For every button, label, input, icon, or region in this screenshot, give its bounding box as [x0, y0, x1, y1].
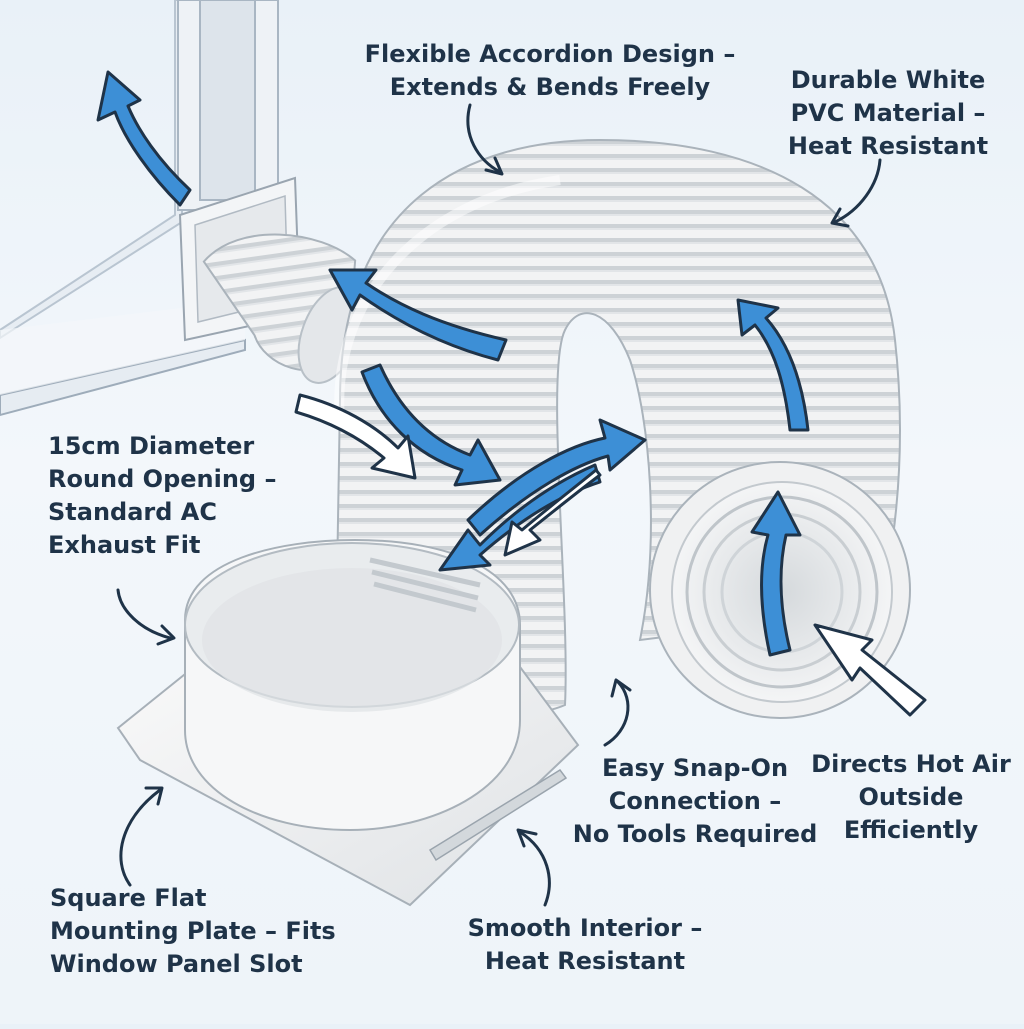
label-diameter: 15cm Diameter Round Opening – Standard A… [48, 432, 277, 559]
label-mounting-plate: Square Flat Mounting Plate – Fits Window… [50, 884, 336, 978]
airflow-arrow-down [360, 363, 502, 487]
label-smooth-interior: Smooth Interior – Heat Resistant [467, 914, 703, 975]
airflow-arrow-white-small [503, 468, 602, 557]
airflow-arrow-entering-hose [813, 623, 927, 717]
label-pvc-material: Durable White PVC Material – Heat Resist… [787, 66, 989, 160]
pointer-arrows [116, 103, 882, 907]
label-hot-air: Directs Hot Air Outside Efficiently [811, 750, 1011, 844]
pointer-arrow-plate [119, 788, 162, 887]
pointer-arrow-snap [603, 680, 630, 747]
label-accordion: Flexible Accordion Design – Extends & Be… [364, 40, 736, 101]
airflow-arrows [96, 70, 927, 717]
pointer-arrow-pvc [833, 158, 882, 224]
mounting-plate [116, 538, 580, 907]
airflow-arrow-outline-white [294, 393, 417, 480]
pointer-arrow-accordion [466, 103, 502, 174]
airflow-arrow-inside-hose [750, 490, 802, 657]
pointer-arrow-interior [518, 830, 551, 907]
airflow-arrow-window [96, 70, 192, 207]
airflow-arrow-hose-up [736, 298, 810, 432]
pointer-arrow-diameter [116, 588, 172, 640]
airflow-arrow-into-window [328, 268, 508, 362]
label-snap-on: Easy Snap-On Connection – No Tools Requi… [572, 754, 818, 848]
airflow-arrow-diagonal-up [466, 418, 647, 537]
